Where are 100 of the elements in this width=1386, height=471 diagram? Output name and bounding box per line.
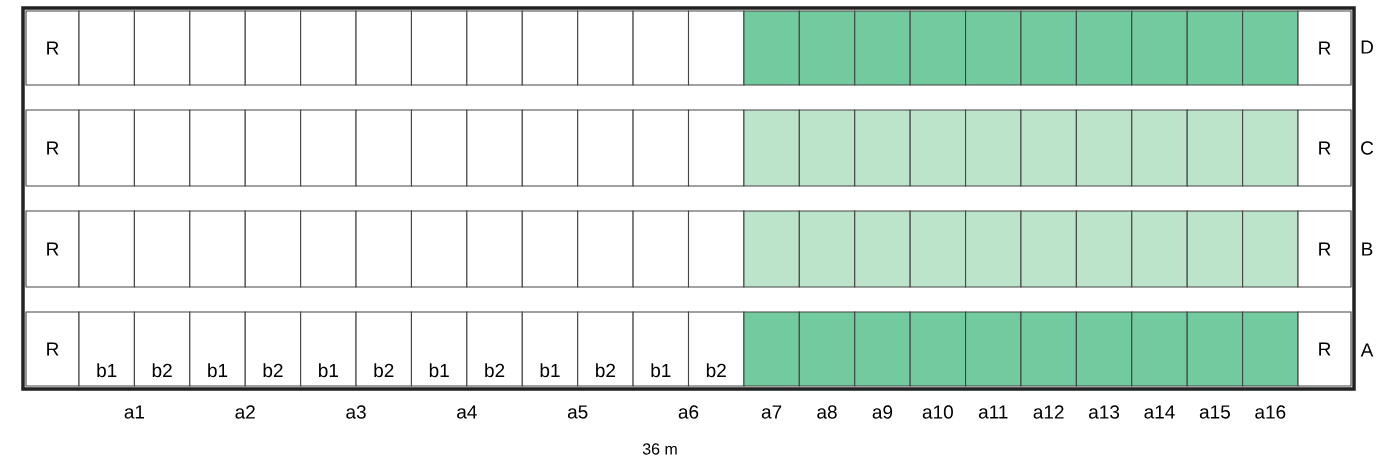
plot-cell: R — [25, 109, 80, 187]
plot-cell — [687, 10, 745, 86]
plot-cell — [466, 10, 523, 86]
plot-cell — [1131, 10, 1188, 86]
plot-cell — [798, 10, 856, 86]
plot-cell: b1 — [78, 311, 135, 387]
plot-cell: b1 — [410, 311, 468, 387]
plot-cell: b1 — [632, 311, 690, 387]
plot-cell — [965, 311, 1022, 387]
plot-cell — [244, 109, 302, 187]
treatment-label: a9 — [872, 405, 893, 419]
plot-cell — [1242, 109, 1299, 187]
treatment-label: a1 — [124, 405, 145, 419]
treatment-label: a8 — [817, 405, 837, 419]
plot-cell — [1186, 311, 1244, 387]
plot-cell — [521, 210, 579, 288]
plot-cell — [1186, 210, 1244, 288]
plot-cell — [965, 109, 1022, 187]
plot-cell — [1020, 10, 1077, 86]
plot-cell — [798, 311, 856, 387]
plot-cell — [133, 109, 191, 187]
plot-cell — [244, 210, 302, 288]
plot-cell — [1186, 109, 1244, 187]
plot-cell — [577, 10, 634, 86]
plot-cell — [798, 109, 856, 187]
plot-cell — [355, 109, 413, 187]
plot-cell: R — [1297, 109, 1352, 187]
plot-cell — [1075, 210, 1133, 288]
plot-cell — [521, 10, 579, 86]
plot-cell — [577, 109, 634, 187]
plot-cell — [965, 210, 1022, 288]
plot-cell — [300, 109, 357, 187]
plot-cell — [1020, 109, 1077, 187]
plot-cell — [1075, 311, 1133, 387]
treatment-label: a10 — [922, 405, 953, 419]
plot-cell — [854, 210, 911, 288]
plot-cell — [1131, 109, 1188, 187]
plot-cell: b2 — [133, 311, 191, 387]
plot-cell — [743, 10, 800, 86]
plot-cell — [1242, 311, 1299, 387]
plot-cell — [743, 210, 800, 288]
treatment-label: a12 — [1033, 405, 1064, 419]
plot-cell: R — [1297, 311, 1352, 387]
treatment-label: a7 — [761, 405, 782, 419]
plot-cell — [854, 311, 911, 387]
plot-cell — [1020, 210, 1077, 288]
plot-cell — [410, 10, 468, 86]
plot-cell — [1242, 210, 1299, 288]
plot-cell — [909, 311, 967, 387]
plot-cell: b2 — [466, 311, 523, 387]
plot-cell: R — [1297, 210, 1352, 288]
plot-cell: R — [25, 311, 80, 387]
plot-cell — [577, 210, 634, 288]
plot-cell — [78, 10, 135, 86]
plot-cell — [1075, 10, 1133, 86]
plot-cell — [632, 10, 690, 86]
plot-cell: R — [25, 10, 80, 86]
plot-cell — [133, 210, 191, 288]
plot-cell — [466, 210, 523, 288]
plot-cell — [632, 210, 690, 288]
plot-cell — [355, 10, 413, 86]
plot-cell: b2 — [355, 311, 413, 387]
plot-cell — [743, 109, 800, 187]
plot-cell — [632, 109, 690, 187]
plot-cell — [909, 109, 967, 187]
plot-cell — [189, 210, 246, 288]
treatment-label: a16 — [1255, 405, 1286, 419]
plot-cell: b1 — [300, 311, 357, 387]
plot-cell — [78, 210, 135, 288]
row-label: D — [1361, 40, 1373, 54]
plot-cell — [965, 10, 1022, 86]
plot-cell — [189, 10, 246, 86]
treatment-label: a13 — [1089, 405, 1120, 419]
treatment-label: a14 — [1144, 405, 1175, 419]
plot-cell — [909, 10, 967, 86]
plot-cell: R — [25, 210, 80, 288]
plot-cell — [189, 109, 246, 187]
plot-cell — [78, 109, 135, 187]
plot-cell — [1186, 10, 1244, 86]
plot-cell — [743, 311, 800, 387]
plot-cell — [1131, 210, 1188, 288]
row-label: A — [1360, 343, 1374, 357]
plot-cell: b2 — [577, 311, 634, 387]
plot-cell — [300, 10, 357, 86]
plot-cell — [1242, 10, 1299, 86]
plot-cell — [1020, 311, 1077, 387]
row-label: C — [1361, 141, 1374, 155]
plot-cell — [521, 109, 579, 187]
plot-cell — [1131, 311, 1188, 387]
plot-cell: b2 — [687, 311, 745, 387]
plot-cell — [1075, 109, 1133, 187]
treatment-label: a5 — [567, 405, 588, 419]
dimension-label: 36 m — [642, 443, 677, 455]
plot-cell — [687, 210, 745, 288]
plot-cell — [410, 210, 468, 288]
plot-cell — [687, 109, 745, 187]
treatment-label: a2 — [235, 405, 255, 419]
plot-cell: R — [1297, 10, 1352, 86]
treatment-label: a3 — [346, 405, 366, 419]
plot-cell — [909, 210, 967, 288]
